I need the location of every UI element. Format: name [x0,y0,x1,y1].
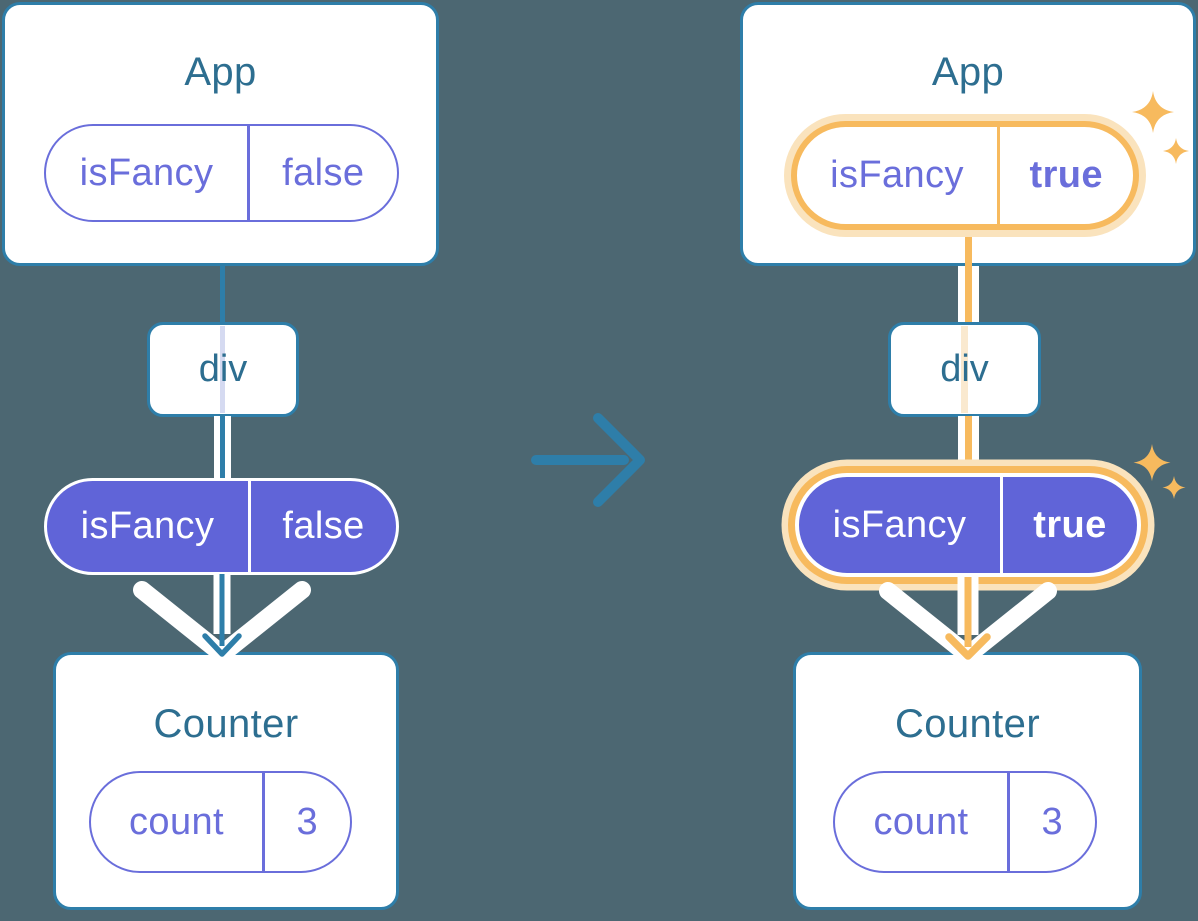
state-name: count [873,800,969,843]
arrow-right-icon [531,413,645,507]
prop-name: isFancy [832,503,967,546]
app-component-title: App [931,50,1005,94]
div-to-prop-connector [957,416,979,474]
prop-name: isFancy [79,151,214,194]
prop-name: isFancy [830,154,964,196]
arrow-down-icon [879,577,1057,664]
pill-divider [247,126,250,220]
prop-name: isFancy [80,505,215,547]
counter-component-title: Counter [153,702,299,746]
div-element-label: div [198,348,248,390]
prop-flow-line [964,224,972,266]
pill-divider [248,481,251,572]
state-name: count [129,800,224,843]
app-prop-pill: isFancy false [44,124,399,222]
prop-flow-faded-line [219,326,225,413]
prop-flow-faded-line [961,326,968,413]
sparkle-icon [1133,444,1186,499]
state-value: 3 [296,800,319,843]
passed-prop-pill: isFancy false [44,478,399,575]
sparkle-icon [1132,91,1189,164]
state-value: 3 [1041,800,1064,843]
prop-value: false [282,151,365,194]
passed-prop-pill-highlighted: isFancy true [795,473,1141,577]
pill-divider [997,127,1000,224]
arrow-down-icon [133,574,311,663]
prop-value: false [282,505,365,547]
prop-value: true [1029,154,1103,196]
pill-divider [1000,477,1003,573]
pill-divider [1007,773,1010,871]
counter-component-title: Counter [894,702,1041,746]
div-element-label: div [940,348,989,390]
prop-value: true [1033,503,1107,546]
div-to-prop-connector [213,416,231,479]
app-prop-pill-highlighted: isFancy true [791,121,1139,230]
app-to-div-connector [957,266,979,322]
pill-divider [262,773,265,871]
app-component-title: App [184,50,257,94]
counter-state-pill: count 3 [89,771,352,873]
app-to-div-connector [219,264,225,324]
counter-state-pill: count 3 [833,771,1097,873]
